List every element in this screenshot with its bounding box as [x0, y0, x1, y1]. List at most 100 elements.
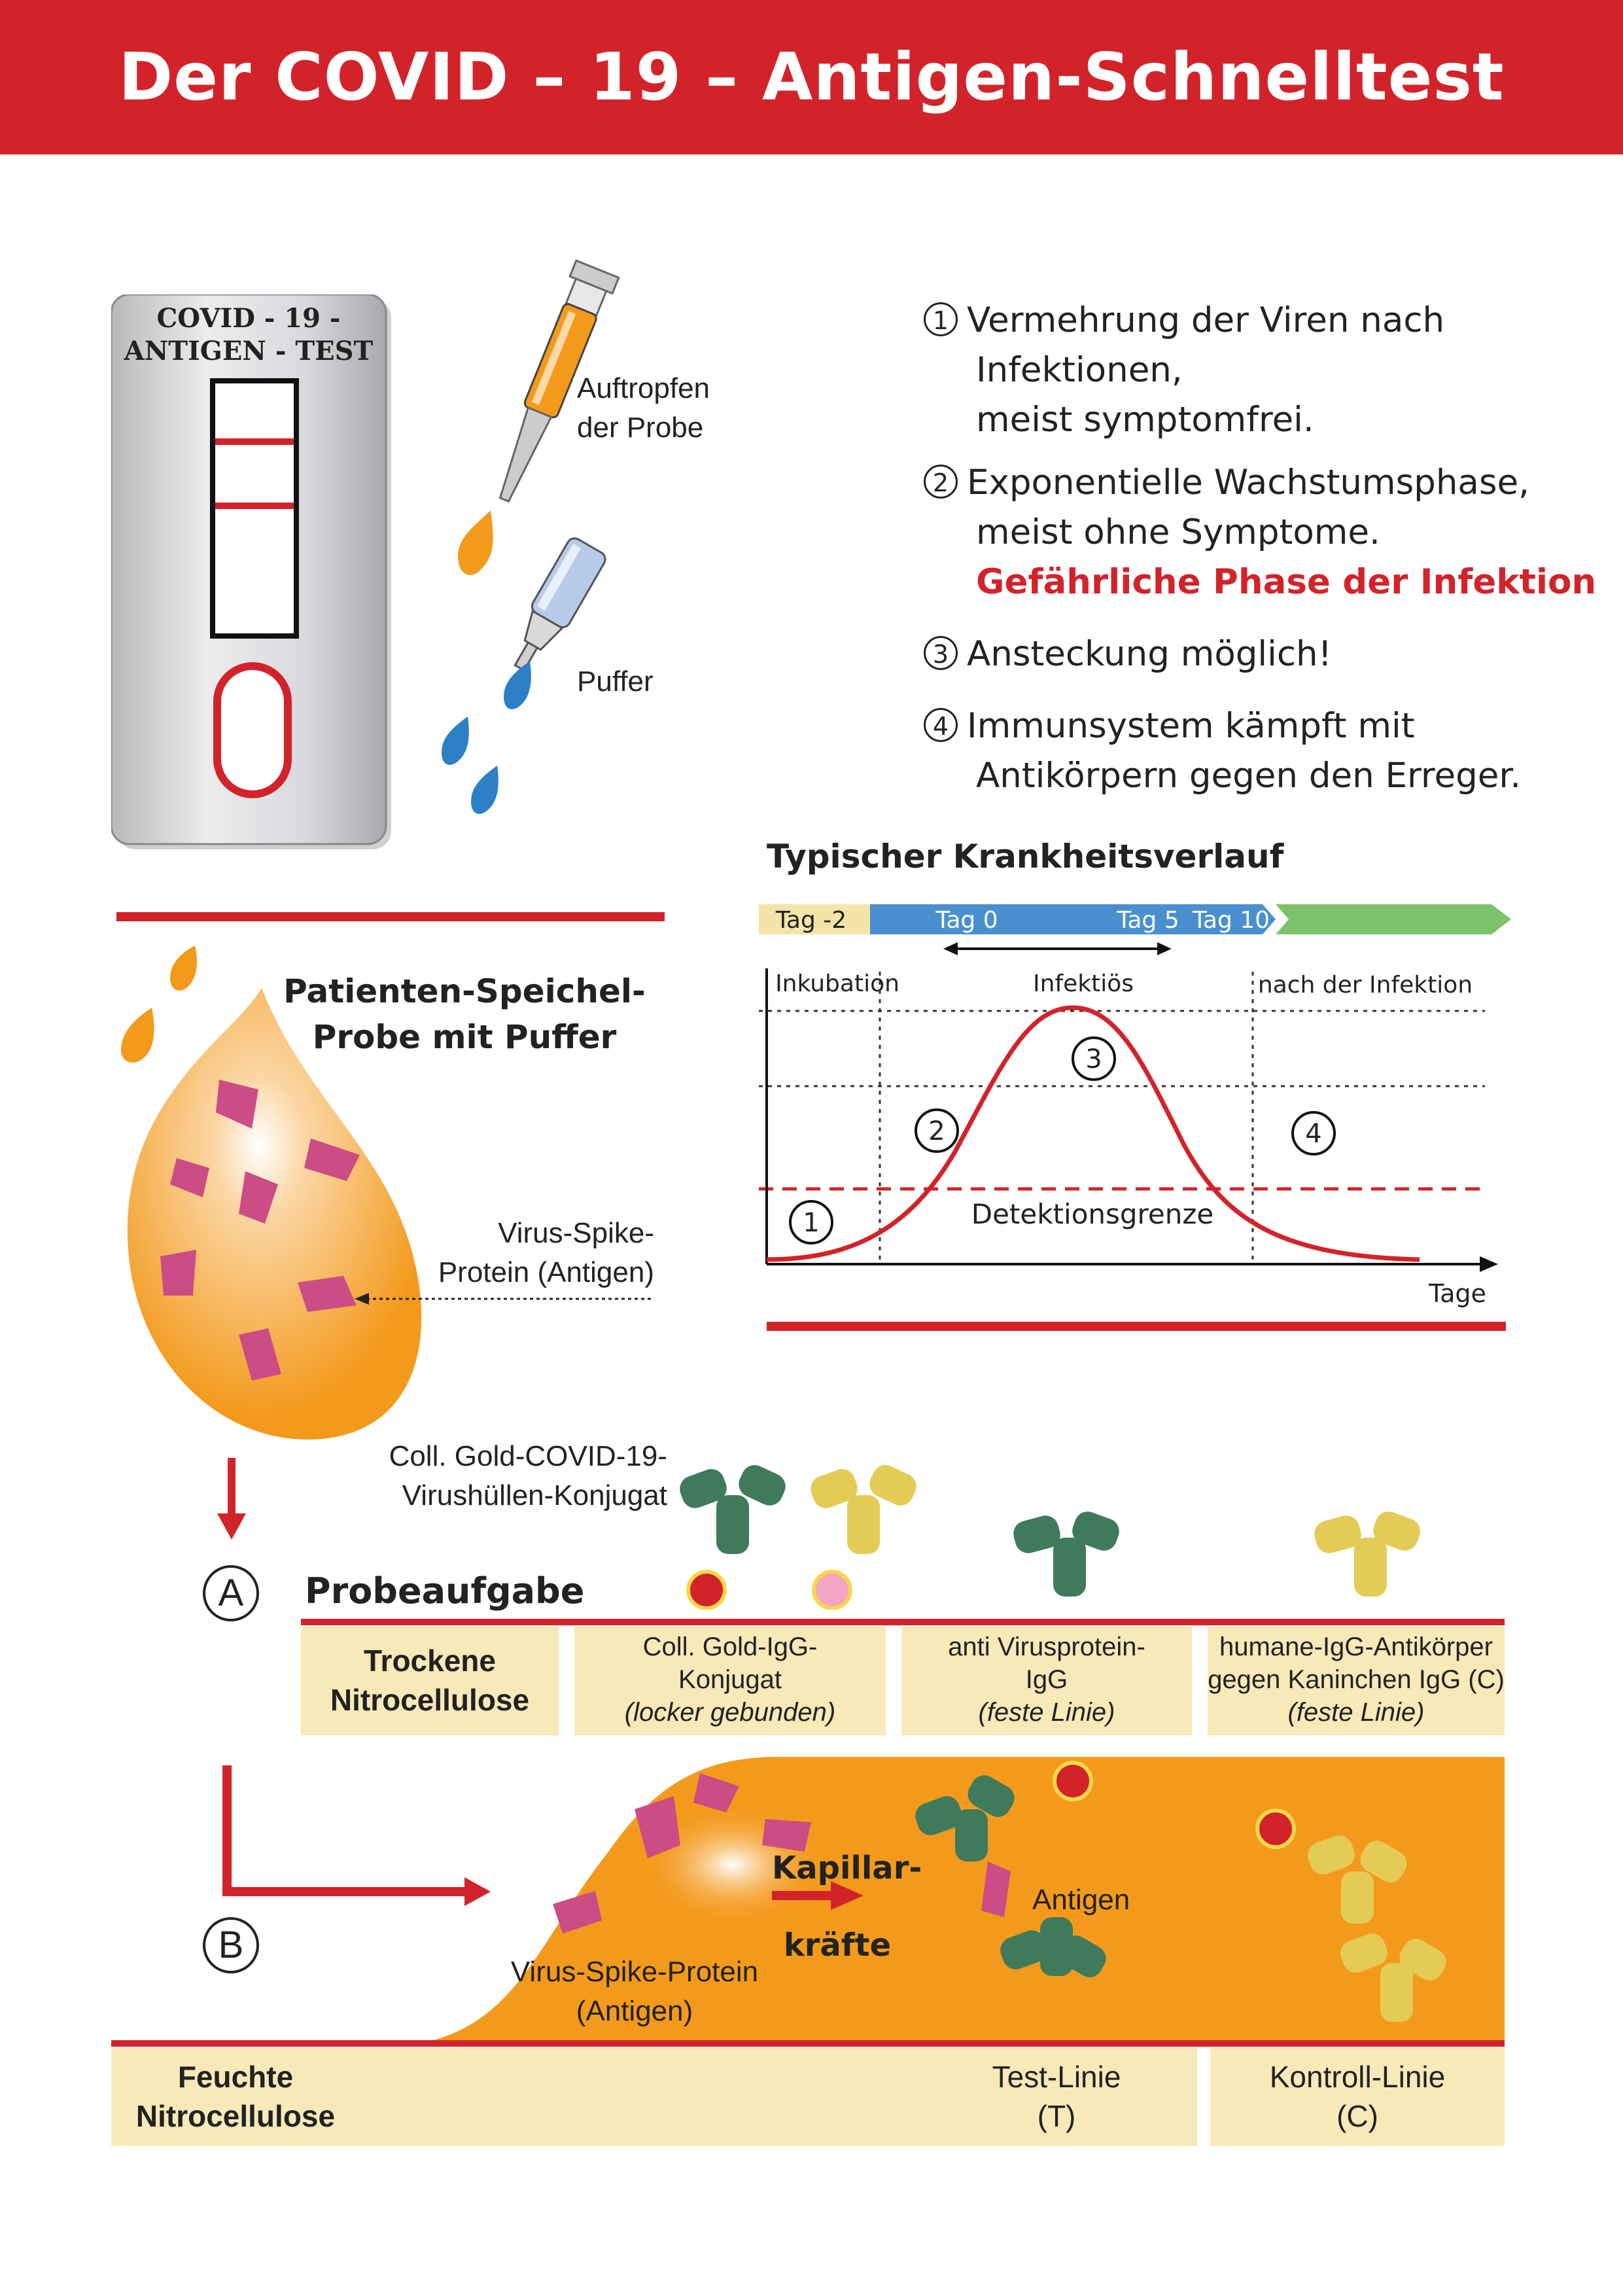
step-number-3: 3	[924, 636, 958, 670]
saliva-sample-drop	[121, 945, 422, 1439]
probeaufgabe-label: Probeaufgabe	[305, 1570, 585, 1612]
wet-label-line1: Feuchte	[177, 2060, 294, 2094]
small-drop-icon	[170, 945, 198, 991]
timeline-label: Tag 0	[935, 907, 998, 934]
step-3: 3 Ansteckung möglich!	[924, 629, 1604, 679]
down-arrow-icon	[217, 1458, 246, 1540]
pipette-icon	[458, 259, 620, 575]
timeline-label: Tag 10	[1192, 907, 1270, 934]
sample-well	[213, 662, 292, 798]
gold-igg-antibody-icon	[680, 1465, 786, 1610]
auftropfen-label-2: der Probe	[577, 412, 704, 444]
virus-spike-b-line1: Virus-Spike-Protein	[510, 1956, 759, 1988]
test-zone-line2: IgG	[1025, 1665, 1068, 1694]
dry-nitrocellulose-box: Trockene Nitrocellulose	[301, 1627, 559, 1735]
step-2-line-2: meist ohne Symptome.	[976, 512, 1380, 552]
test-line	[215, 503, 294, 509]
control-zone-line1: humane-IgG-Antikörper	[1219, 1633, 1493, 1661]
test-line-complex-icon	[915, 1761, 1106, 1977]
step-2: 2 Exponentielle Wachstumsphase, meist ohn…	[924, 458, 1604, 607]
step-1-line-3: meist symptomfrei.	[976, 400, 1314, 440]
chart-marker-number: 3	[1085, 1044, 1102, 1074]
test-zone-line3: (feste Linie)	[978, 1698, 1115, 1727]
control-zone-line3: (feste Linie)	[1287, 1698, 1425, 1727]
detection-label: Detektionsgrenze	[971, 1198, 1214, 1230]
conjugate-line2: Konjugat	[678, 1665, 782, 1694]
step-4-line-2: Antikörpern gegen den Erreger.	[976, 756, 1522, 796]
l-arrow-icon	[222, 1765, 232, 1896]
sample-drop-icon	[458, 510, 493, 575]
card-label-line1: COVID - 19 -	[156, 303, 341, 334]
timeline-pre-segment	[759, 904, 870, 934]
buffer-drop-icon	[471, 766, 498, 815]
chart-marker	[915, 1108, 959, 1153]
step-1-line-2: Infektionen,	[976, 350, 1183, 390]
step-number-2: 2	[924, 465, 958, 499]
anti-virus-igg-icon	[1013, 1511, 1119, 1597]
virus-spike-b-line2: (Antigen)	[576, 1995, 693, 2027]
buffer-drop-icon	[504, 661, 531, 710]
capillary-arrow-icon	[772, 1891, 837, 1900]
card-label-line2: ANTIGEN - TEST	[124, 336, 374, 366]
control-zone-line2: gegen Kaninchen IgG (C)	[1208, 1665, 1505, 1694]
sample-title-line2: Probe mit Puffer	[312, 1018, 617, 1056]
dry-label-line1: Trockene	[364, 1644, 496, 1678]
disease-course-chart: Tag -2 Tag 0 Tag 5 Tag 10 Inkubation Inf…	[759, 904, 1511, 1308]
step-2-line-1: Exponentielle Wachstumsphase,	[967, 463, 1529, 503]
chart-title: Typischer Krankheitsverlauf	[767, 838, 1284, 875]
marker-b: B	[203, 1917, 259, 1973]
buffer-bottle-icon	[442, 537, 606, 815]
danger-phase-text: Gefährliche Phase der Infektion	[976, 562, 1597, 602]
step-number-1: 1	[924, 302, 958, 336]
phase-label: Inkubation	[775, 970, 899, 997]
divider-chart	[767, 1322, 1506, 1331]
antigen-particles	[553, 1773, 811, 1934]
step-number-4: 4	[924, 708, 958, 742]
chart-marker-number: 2	[928, 1116, 945, 1146]
gold-igg-antibody-icon	[811, 1465, 916, 1610]
kapillar-label-line2: kräfte	[783, 1927, 892, 1964]
test-line-label-1: Test-Linie	[992, 2060, 1121, 2094]
timeline-post-segment	[1276, 904, 1511, 934]
chart-marker	[1072, 1036, 1116, 1081]
control-line-label-1: Kontroll-Linie	[1269, 2060, 1446, 2094]
pointer-arrow	[355, 1293, 654, 1305]
conjugate-line1: Coll. Gold-IgG-	[642, 1633, 818, 1661]
header-bar	[0, 0, 1623, 154]
phase-label: nach der Infektion	[1258, 972, 1473, 998]
control-line-complex-icon	[1255, 1809, 1446, 2022]
chart-marker	[789, 1200, 833, 1245]
antigen-particles	[160, 1080, 360, 1381]
control-zone-box: humane-IgG-Antikörper gegen Kaninchen Ig…	[1208, 1627, 1505, 1735]
control-line-box	[1210, 2048, 1505, 2146]
chart-marker-number: 4	[1305, 1119, 1321, 1149]
gold-label-line2: Virushüllen-Konjugat	[402, 1479, 667, 1511]
control-line	[215, 438, 294, 445]
step-4-line-1: Immunsystem kämpft mit	[967, 706, 1415, 746]
human-igg-antibody-icon	[1314, 1511, 1420, 1597]
wet-label-line2: Nitrocellulose	[135, 2099, 336, 2133]
test-zone-box: anti Virusprotein- IgG (feste Linie)	[901, 1627, 1192, 1735]
buffer-drop-icon	[442, 716, 469, 766]
small-drop-icon	[121, 1008, 154, 1063]
gold-label-line1: Coll. Gold-COVID-19-	[389, 1440, 667, 1472]
kapillar-label-line1: Kapillar-	[772, 1850, 922, 1886]
chart-marker-number: 1	[803, 1208, 819, 1238]
step-3-line-1: Ansteckung möglich!	[967, 634, 1332, 674]
test-zone-line1: anti Virusprotein-	[948, 1633, 1145, 1661]
conjugate-zone-box: Coll. Gold-IgG- Konjugat (locker gebunde…	[574, 1627, 886, 1735]
puffer-label: Puffer	[577, 665, 654, 698]
control-line-label-2: (C)	[1336, 2099, 1378, 2133]
step-4: 4 Immunsystem kämpft mit Antikörpern gege…	[924, 701, 1604, 801]
drop-body	[127, 988, 422, 1439]
flow-section-b	[222, 1757, 1505, 2045]
auftropfen-label-1: Auftropfen	[577, 372, 710, 404]
sample-title-line1: Patienten-Speichel-	[283, 972, 646, 1010]
chart-marker	[1291, 1111, 1336, 1156]
antigen-label: Antigen	[1032, 1884, 1130, 1916]
test-line-label-2: (T)	[1037, 2099, 1076, 2133]
antibody-row-a	[680, 1465, 1420, 1610]
phase-label: Infektiös	[1033, 970, 1134, 997]
timeline-infection-segment	[870, 904, 1276, 934]
x-axis-label: Tage	[1428, 1279, 1486, 1308]
